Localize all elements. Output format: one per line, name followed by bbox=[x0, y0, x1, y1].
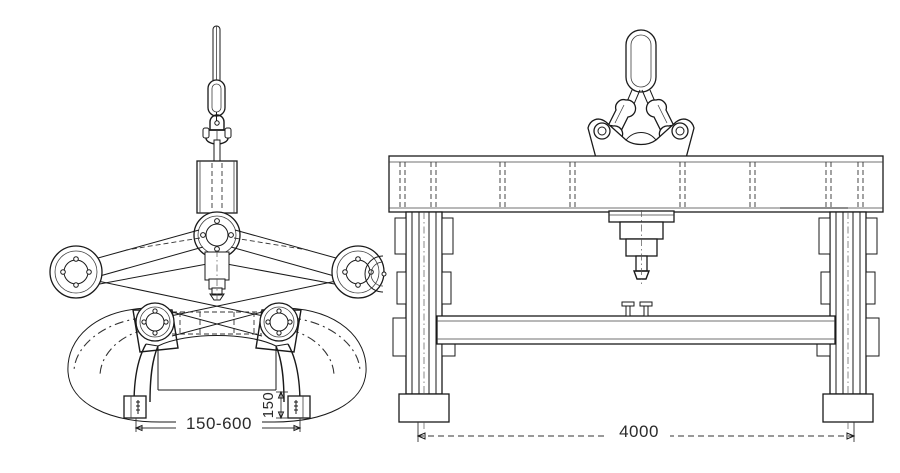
clamp-body-outline bbox=[67, 307, 367, 423]
lifting-bracket bbox=[587, 118, 695, 159]
pivot-bearing-right bbox=[331, 245, 385, 299]
side-view-group: 4000 bbox=[364, 29, 884, 442]
dimension-jaw-height: 150 bbox=[260, 390, 288, 420]
scissor-cross-links bbox=[73, 261, 361, 319]
central-bearing-hub bbox=[193, 211, 241, 259]
overlap-pivot-edge bbox=[364, 255, 387, 293]
cross-tie-tube bbox=[436, 315, 836, 345]
gripper-jaw-left bbox=[123, 395, 147, 419]
dimension-label-beam-span: 4000 bbox=[619, 422, 659, 441]
guide-block bbox=[204, 250, 230, 302]
jaw-pivot-left bbox=[132, 302, 179, 353]
dimension-jaw-opening: 150-600 bbox=[134, 414, 302, 433]
front-view-group: 150 150-600 bbox=[49, 25, 385, 433]
chain-link-upper bbox=[207, 79, 226, 117]
dimension-label-jaw-height: 150 bbox=[260, 392, 277, 419]
leg-column-right bbox=[816, 211, 880, 432]
shackle-swivel bbox=[202, 114, 232, 145]
internal-tie-bar bbox=[171, 311, 263, 337]
load-support-plate bbox=[157, 335, 277, 391]
scissor-arm-phantom bbox=[125, 237, 309, 251]
suspension-rod bbox=[212, 25, 221, 85]
jaw-pivot-right bbox=[255, 302, 302, 353]
main-beam bbox=[388, 155, 884, 213]
dimension-label-jaw-opening: 150-600 bbox=[186, 414, 252, 433]
tube-pin-right bbox=[639, 301, 653, 317]
gripper-arm-left bbox=[133, 343, 159, 405]
central-actuator bbox=[608, 210, 675, 284]
pivot-bearing-left bbox=[49, 245, 103, 299]
tube-pin-left bbox=[621, 301, 635, 317]
gripper-phantom-outline bbox=[73, 317, 361, 377]
master-link bbox=[625, 29, 657, 93]
dimension-beam-span: 4000 bbox=[416, 422, 856, 442]
gripper-jaw-right bbox=[287, 395, 311, 419]
central-housing bbox=[196, 160, 238, 214]
